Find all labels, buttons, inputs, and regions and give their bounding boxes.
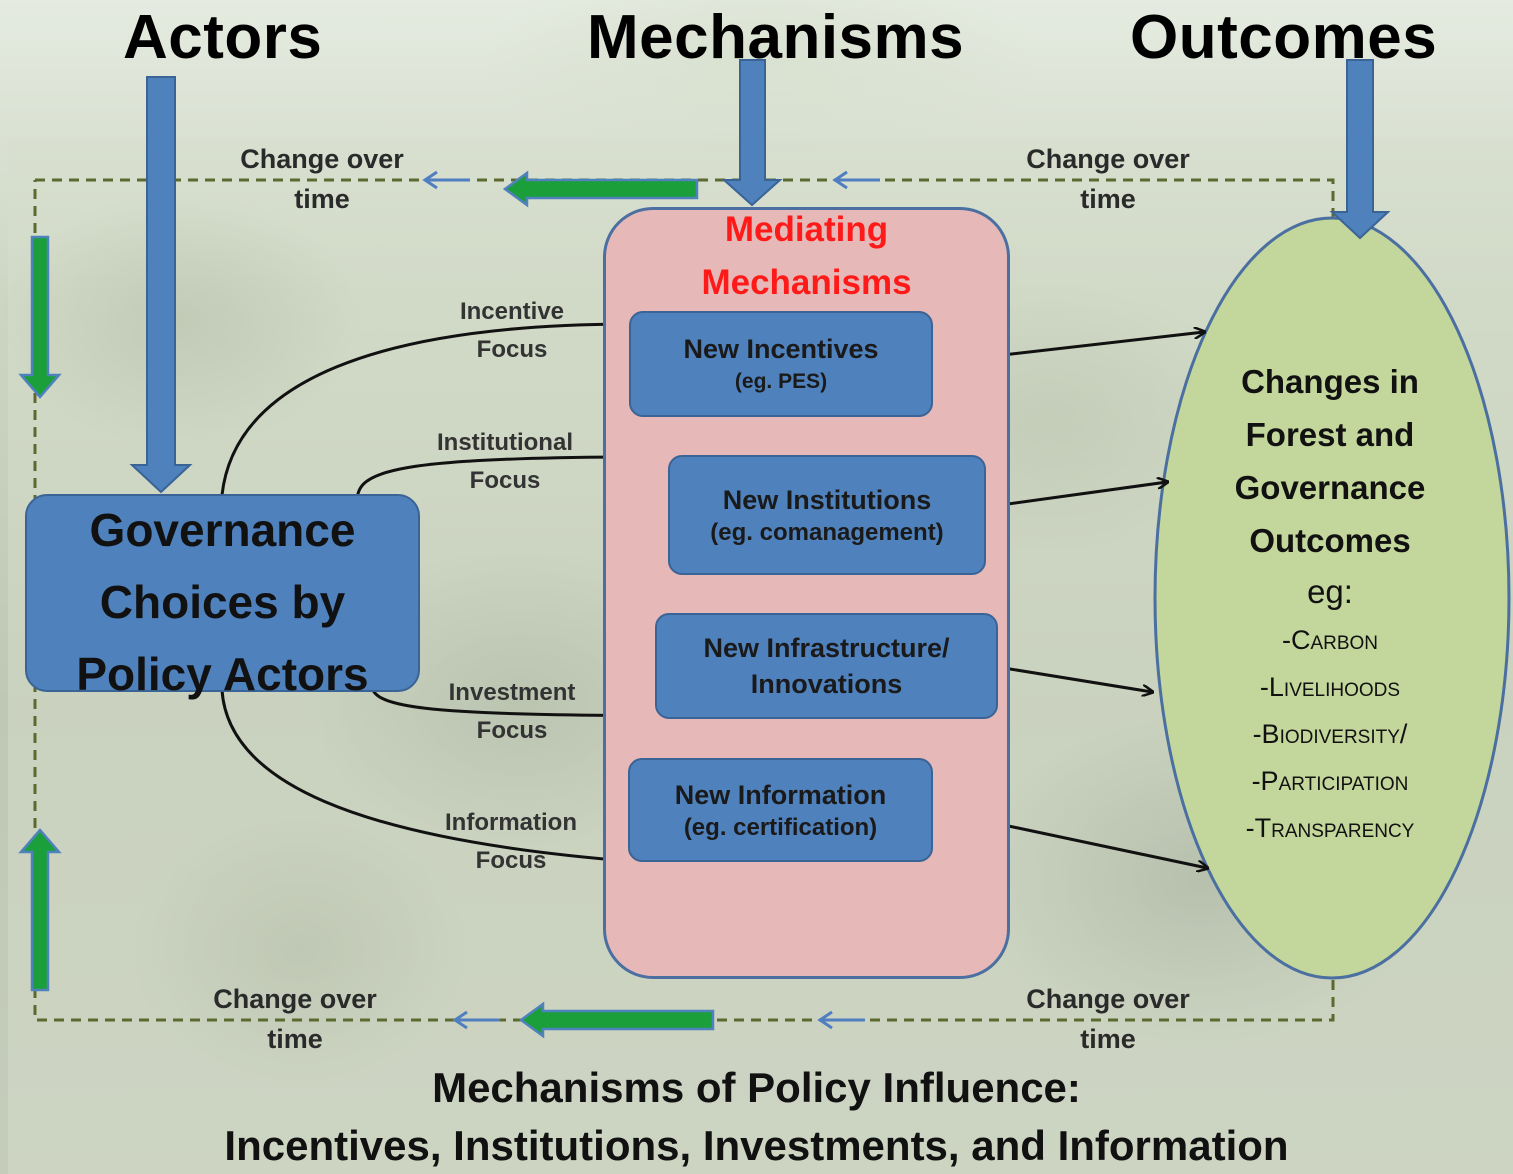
outcome-item: -Livelihoods (1259, 672, 1401, 702)
mediating-mechanisms-title: Mediating Mechanisms (603, 203, 1010, 309)
green-arrow-left-down (18, 235, 62, 399)
focus-label-line: Focus (469, 467, 541, 494)
mechanism-box-infrastructure: New Infrastructure/ Innovations (655, 613, 998, 719)
governance-line: Governance (89, 504, 356, 556)
outcome-item: -Biodiversity/ (1252, 719, 1408, 749)
focus-label-line: Investment (448, 679, 576, 706)
governance-box (25, 494, 420, 692)
governance-line: Policy Actors (76, 648, 369, 700)
green-arrow-top (502, 170, 699, 208)
outcomes-heading-line: Outcomes (1249, 522, 1411, 559)
mechanism-box-incentives: New Incentives (eg. PES) (629, 311, 933, 417)
focus-label-line: Information (445, 809, 577, 836)
focus-label-line: Institutional (437, 429, 573, 456)
governance-line: Choices by (99, 576, 346, 628)
outcomes-eg: eg: (1307, 573, 1353, 610)
focus-label-line: Focus (475, 847, 547, 874)
mechanism-subtitle: Innovations (750, 669, 903, 699)
change-label-line: time (267, 1024, 323, 1054)
mechanism-title: New Institutions (722, 485, 932, 515)
mechanisms-down-arrow (721, 59, 783, 207)
change-label-line: Change over (1026, 984, 1190, 1014)
green-arrow-bottom (518, 1001, 715, 1039)
change-label-bottom-right: Change over time (1008, 979, 1208, 1059)
governance-label: Governance Choices by Policy Actors (25, 494, 420, 710)
focus-label-incentive: Incentive Focus (432, 293, 592, 369)
change-label-line: Change over (213, 984, 377, 1014)
mechanism-subtitle: (eg. PES) (734, 370, 828, 393)
focus-label-information: Information Focus (425, 804, 597, 880)
small-blue-arrows (422, 170, 880, 1030)
mediating-title-line: Mediating (724, 210, 889, 249)
outcomes-ellipse (1153, 216, 1511, 980)
outcomes-heading-line: Governance (1234, 469, 1426, 506)
header-arrows (129, 59, 1391, 494)
focus-label-line: Incentive (459, 298, 565, 325)
change-label-line: time (1080, 1024, 1136, 1054)
outcomes-label: Changes in Forest and Governance Outcome… (1175, 355, 1485, 852)
focus-label-institutional: Institutional Focus (415, 424, 595, 500)
outcomes-down-arrow (1329, 59, 1391, 240)
change-label-line: Change over (1026, 144, 1190, 174)
actors-down-arrow (129, 76, 193, 494)
focus-label-line: Focus (476, 336, 548, 363)
mechanism-title: New Incentives (683, 334, 879, 364)
mechanism-subtitle: (eg. certification) (683, 814, 878, 841)
change-label-top-left: Change over time (222, 139, 422, 219)
header-mechanisms: Mechanisms (587, 3, 965, 72)
outcome-item: -Participation (1251, 766, 1409, 796)
figure-caption: Mechanisms of Policy Influence: Incentiv… (0, 1058, 1513, 1174)
change-label-line: Change over (240, 144, 404, 174)
mechanism-subtitle: (eg. comanagement) (710, 519, 944, 546)
outcomes-heading-line: Changes in (1241, 363, 1419, 400)
outcome-item: -Carbon (1281, 625, 1379, 655)
mechanism-box-institutions: New Institutions (eg. comanagement) (668, 455, 986, 575)
change-label-top-right: Change over time (1008, 139, 1208, 219)
mechanism-title: New Information (674, 780, 887, 810)
change-label-bottom-left: Change over time (195, 979, 395, 1059)
header-outcomes: Outcomes (1130, 3, 1438, 72)
header-actors: Actors (123, 3, 323, 72)
outcomes-heading-line: Forest and (1245, 416, 1415, 453)
caption-line-1: Mechanisms of Policy Influence: (432, 1064, 1081, 1111)
mechanism-box-information: New Information (eg. certification) (628, 758, 933, 862)
change-label-line: time (294, 184, 350, 214)
green-arrows (18, 170, 715, 1039)
change-label-line: time (1080, 184, 1136, 214)
mediating-title-line: Mechanisms (701, 263, 912, 302)
green-arrow-left-up (18, 828, 62, 992)
caption-line-2: Incentives, Institutions, Investments, a… (224, 1122, 1289, 1169)
outcome-item: -Transparency (1245, 813, 1415, 843)
focus-label-investment: Investment Focus (432, 674, 592, 750)
mechanism-title: New Infrastructure/ (703, 633, 950, 663)
focus-label-line: Focus (476, 717, 548, 744)
